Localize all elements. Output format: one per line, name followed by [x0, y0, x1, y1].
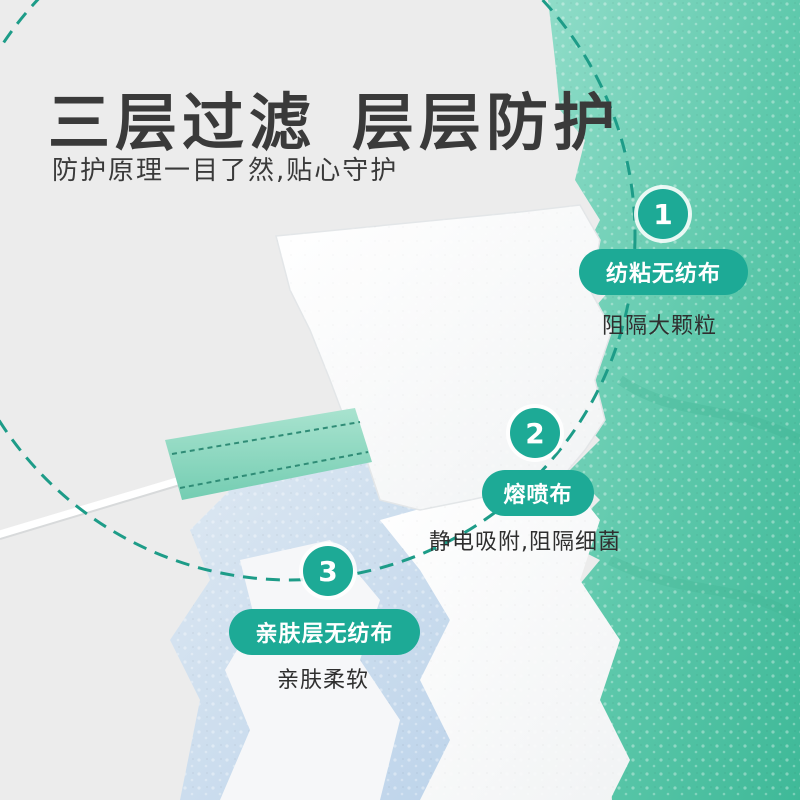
layer-1-description: 阻隔大颗粒: [602, 314, 718, 339]
layer-3-number-badge: 3: [303, 546, 353, 596]
headline: 三层过滤层层防护: [48, 72, 620, 162]
edge-seam-strip: [165, 408, 372, 500]
headline-part-1: 三层过滤: [48, 86, 317, 159]
dashed-guide-circle: [0, 0, 637, 582]
spunbond-layer: [548, 0, 800, 800]
layer-1-number-badge: 1: [638, 189, 688, 239]
layer-2-number-badge: 2: [510, 408, 560, 458]
skin-layer: [220, 470, 630, 800]
layer-1-name-pill: 纺粘无纺布: [579, 249, 748, 295]
layer-3-description: 亲肤柔软: [277, 668, 370, 693]
ear-loop: [0, 470, 205, 540]
headline-part-2: 层层防护: [352, 86, 621, 159]
layer-2-description: 静电吸附,阻隔细菌: [429, 530, 621, 555]
layer-3-name-pill: 亲肤层无纺布: [229, 609, 420, 655]
layer-2-name-pill: 熔喷布: [482, 470, 594, 516]
subheadline: 防护原理一目了然,贴心守护: [52, 156, 399, 186]
